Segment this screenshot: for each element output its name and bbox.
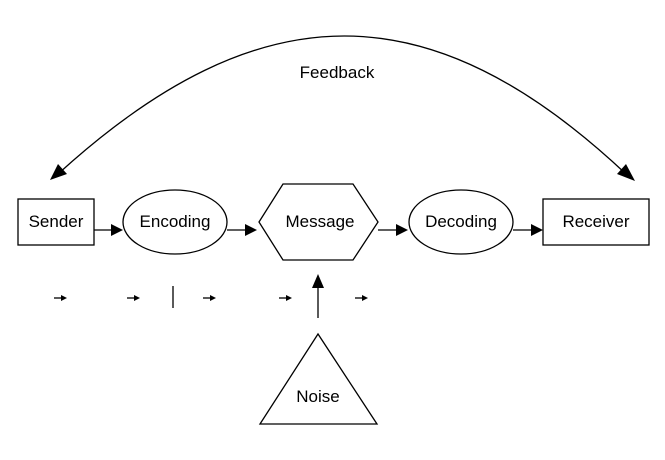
arrowhead-message-decoding bbox=[396, 224, 408, 236]
sender-box bbox=[17, 198, 95, 246]
small-arrow-icon bbox=[54, 295, 67, 301]
feedback-arc bbox=[57, 35, 627, 175]
arrowhead-noise-message bbox=[312, 274, 324, 288]
decoding-label: Decoding bbox=[425, 212, 497, 231]
message-label: Message bbox=[286, 212, 355, 231]
small-arrow-icon bbox=[279, 295, 292, 301]
small-arrow-icon bbox=[355, 295, 368, 301]
encoding-ellipse bbox=[122, 189, 228, 255]
receiver-label: Receiver bbox=[562, 212, 629, 231]
encoding-label: Encoding bbox=[140, 212, 211, 231]
arrowhead-sender-encoding bbox=[111, 224, 123, 236]
arrowhead-decoding-receiver bbox=[531, 224, 543, 236]
feedback-arrowhead-right bbox=[617, 164, 635, 181]
small-arrows-row bbox=[54, 286, 368, 308]
message-hexagon bbox=[258, 183, 379, 261]
noise-label: Noise bbox=[296, 387, 339, 406]
receiver-box bbox=[542, 198, 650, 246]
feedback-label: Feedback bbox=[300, 63, 375, 82]
feedback-arrowhead-left bbox=[50, 164, 67, 180]
small-arrow-icon bbox=[127, 295, 140, 301]
decoding-ellipse bbox=[408, 189, 514, 255]
noise-triangle bbox=[258, 332, 379, 425]
arrowhead-encoding-message bbox=[245, 224, 257, 236]
sender-label: Sender bbox=[29, 212, 84, 231]
small-arrow-icon bbox=[203, 295, 216, 301]
